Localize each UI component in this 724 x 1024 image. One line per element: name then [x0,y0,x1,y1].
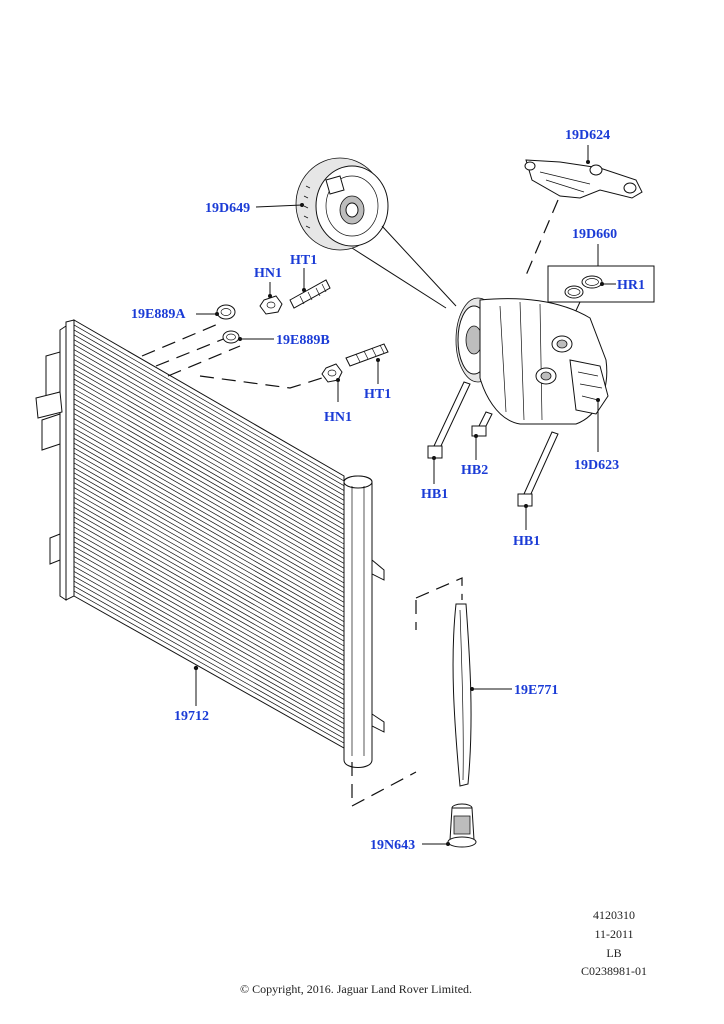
callout-19712: 19712 [174,709,209,724]
o-ring-19E889A [216,304,236,320]
diagram-code: 4120310 [593,908,635,922]
desiccant-19E771 [452,603,472,787]
callout-19N643: 19N643 [370,838,415,853]
bracket-19D624 [524,159,643,199]
diagram-date: 11-2011 [594,927,633,941]
callout-19D623: 19D623 [574,458,619,473]
plug-19N643 [447,803,477,848]
callout-19D660: 19D660 [572,227,617,242]
callout-HN1-bottom: HN1 [324,410,352,425]
callout-HB2: HB2 [461,463,488,478]
clutch-pulley-19D649 [295,157,389,251]
bolt-hb2 [471,411,493,437]
callout-HB1-left: HB1 [421,487,448,502]
callout-HT1-bottom: HT1 [364,387,391,402]
callout-HR1: HR1 [617,278,645,293]
callout-19D649: 19D649 [205,201,250,216]
callout-HB1-right: HB1 [513,534,540,549]
diagram-ref: C0238981-01 [581,964,647,978]
compressor-19D623 [455,297,609,425]
stud-ht1-top [289,279,331,309]
callout-HN1-top: HN1 [254,266,282,281]
o-ring-19E889B [222,330,240,344]
o-ring-kit-19D660 [547,265,655,303]
copyright: © Copyright, 2016. Jaguar Land Rover Lim… [240,982,472,996]
diagram-region: LB [606,946,621,960]
condenser-19712 [35,319,385,768]
stud-ht1-bottom [345,343,389,367]
callout-19E771: 19E771 [514,683,558,698]
bolt-hb1-left [427,381,471,459]
callout-19E889B: 19E889B [276,333,330,348]
callout-19D624: 19D624 [565,128,610,143]
callout-HT1-top: HT1 [290,253,317,268]
callout-19E889A: 19E889A [131,307,186,322]
nut-hn1-top [259,295,283,315]
bolt-hb1-right [517,431,559,507]
